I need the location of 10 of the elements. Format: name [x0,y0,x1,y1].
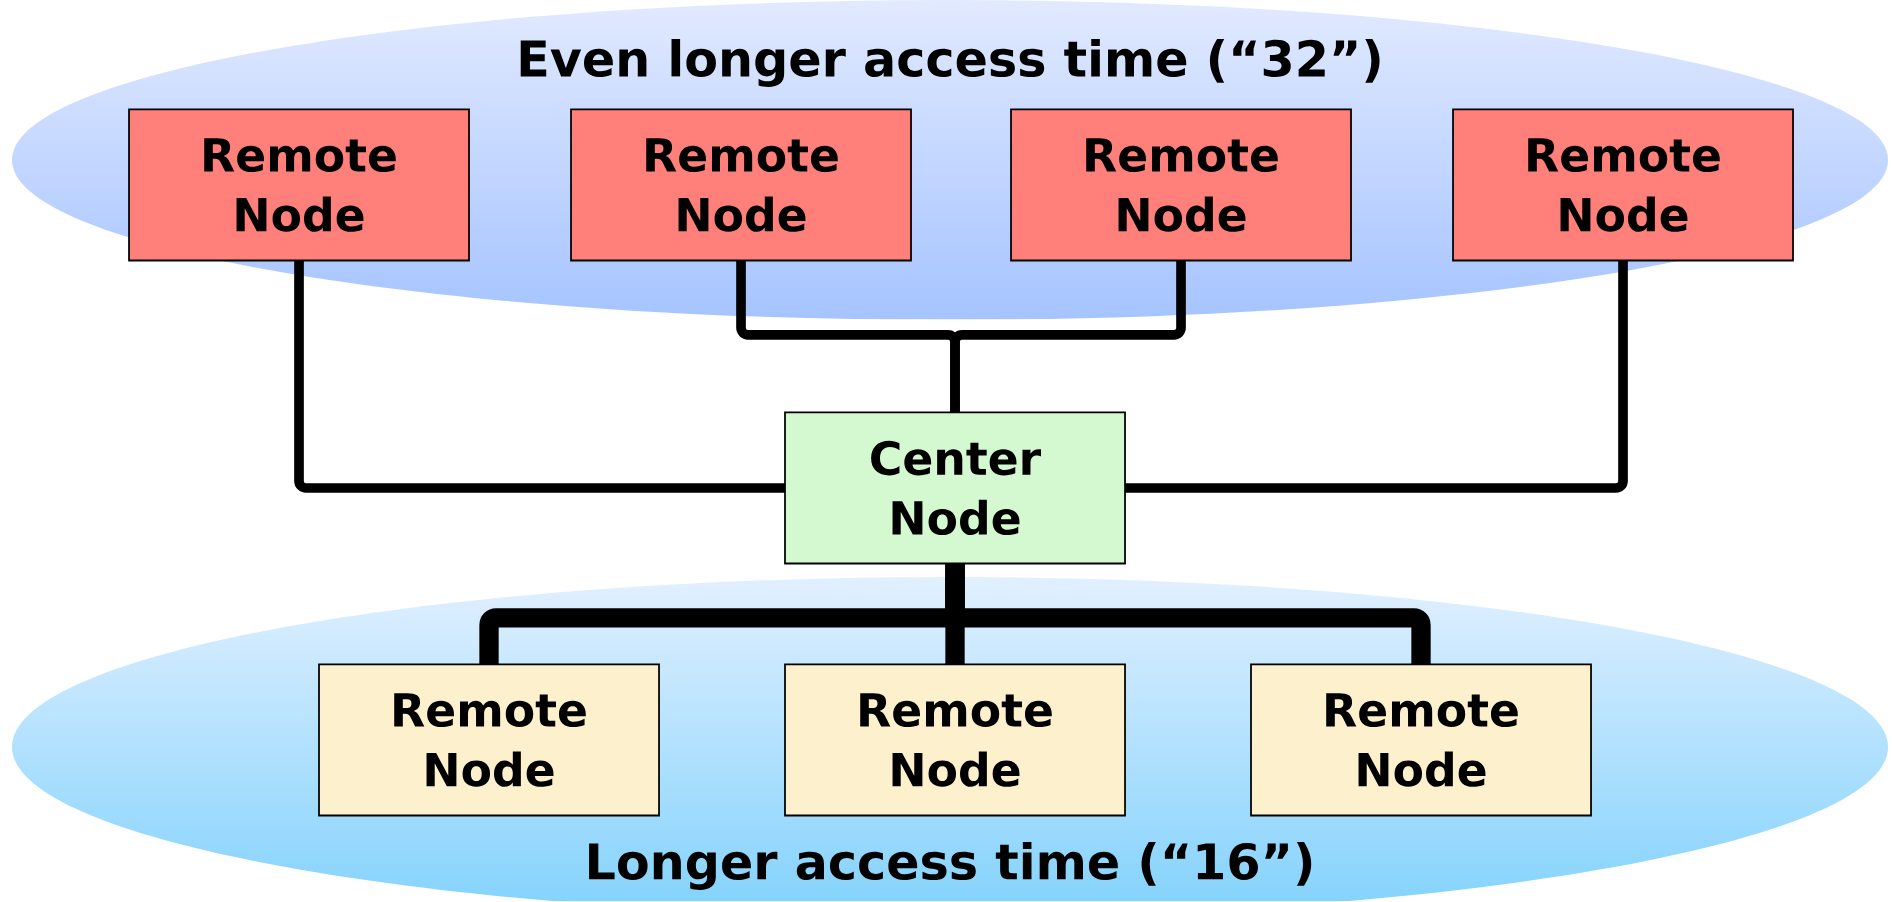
node-box: Remote Node [1452,108,1794,262]
node-box: Remote Node [318,663,660,817]
node-box: Remote Node [570,108,912,262]
region-heading: Longer access time (“16”) [589,842,1312,890]
node-box: Remote Node [1010,108,1352,262]
region-heading: Even longer access time (“32”) [520,39,1380,87]
node-box: Remote Node [1250,663,1592,817]
node-box: Remote Node [128,108,470,262]
node-box: Center Node [784,411,1126,565]
node-box: Remote Node [784,663,1126,817]
